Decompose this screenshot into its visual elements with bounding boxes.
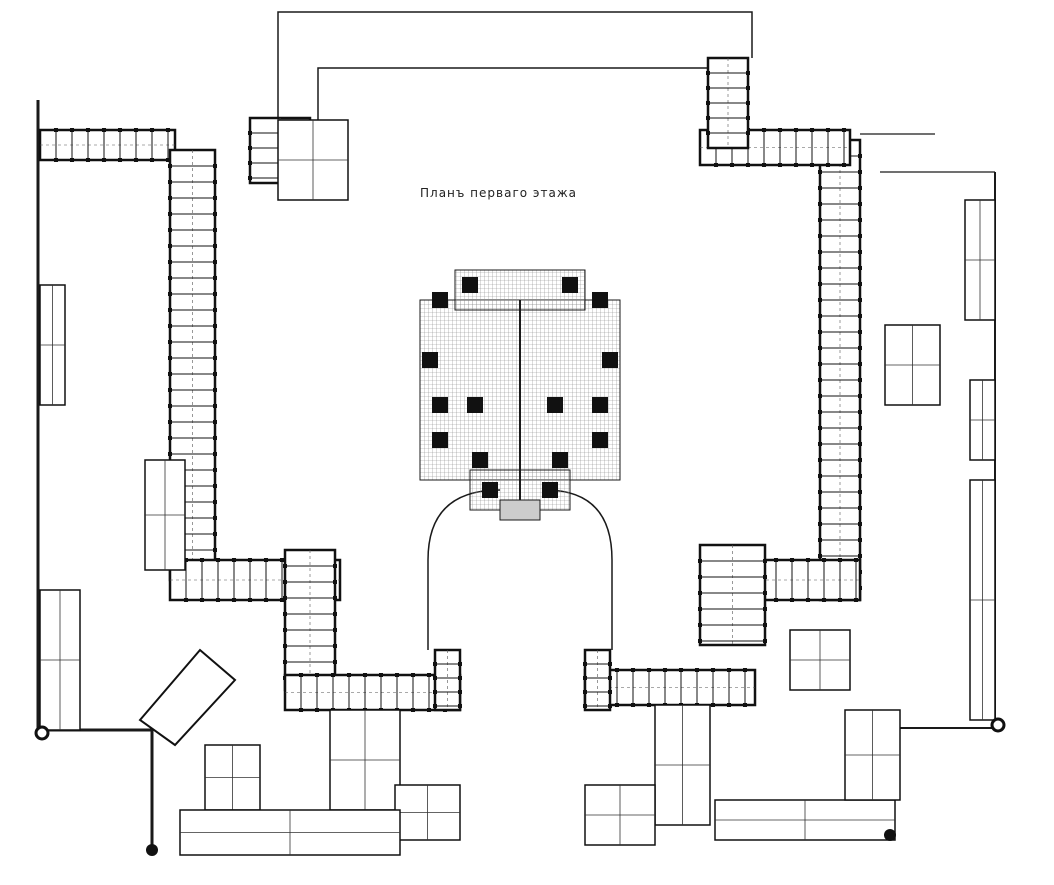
pillar xyxy=(542,482,558,498)
block-left-1 xyxy=(39,284,66,406)
block-left-detached xyxy=(204,744,261,811)
block-bottom-right-3 xyxy=(714,799,896,841)
corner-tower-sw xyxy=(34,725,50,741)
wing-bottom-left-end xyxy=(433,648,462,712)
wing-top-left xyxy=(38,128,177,162)
block-left-2 xyxy=(144,459,186,571)
block-bottom-right-2 xyxy=(584,784,656,846)
pillar xyxy=(472,452,488,468)
block-right-1 xyxy=(964,199,996,321)
diagonal-wall xyxy=(42,728,154,850)
wing-bottom-right-end xyxy=(583,648,612,712)
pillar xyxy=(552,452,568,468)
pillar xyxy=(547,397,563,413)
plan-title: Планъ перваго этажа xyxy=(420,186,578,200)
block-bottom-left-3 xyxy=(179,809,401,856)
corner-tower-s xyxy=(146,844,158,856)
block-right-3 xyxy=(969,479,996,721)
pillar xyxy=(592,292,608,308)
block-bottom-right-4 xyxy=(844,709,901,801)
pillar xyxy=(562,277,578,293)
block-bottom-left-1 xyxy=(329,709,401,811)
pillar xyxy=(432,397,448,413)
block-left-3 xyxy=(39,589,81,731)
pillar xyxy=(432,432,448,448)
wing-diagonal xyxy=(138,648,237,747)
wing-left-stair xyxy=(283,548,337,692)
pillar xyxy=(592,397,608,413)
corner-tower-se xyxy=(990,717,1006,733)
pillar xyxy=(602,352,618,368)
pillar xyxy=(462,277,478,293)
pillar xyxy=(432,292,448,308)
connector-top xyxy=(277,11,753,120)
pillar xyxy=(482,482,498,498)
wing-right-lower xyxy=(758,558,862,602)
block-right-diag xyxy=(789,629,851,691)
pavilion-top-right xyxy=(706,56,750,150)
pillar xyxy=(592,432,608,448)
block-right-detached xyxy=(884,324,941,406)
block-right-2 xyxy=(969,379,996,461)
wing-right-corridor xyxy=(818,138,862,602)
block-bottom-left-2 xyxy=(394,784,461,841)
cathedral-plan xyxy=(419,269,621,521)
corner-tower-s2 xyxy=(884,829,896,841)
pillar xyxy=(467,397,483,413)
church-top-left xyxy=(277,119,349,201)
pillar xyxy=(422,352,438,368)
wing-right-stair xyxy=(698,543,767,647)
wing-bottom-left xyxy=(283,673,462,712)
block-bottom-right-1 xyxy=(654,704,711,826)
